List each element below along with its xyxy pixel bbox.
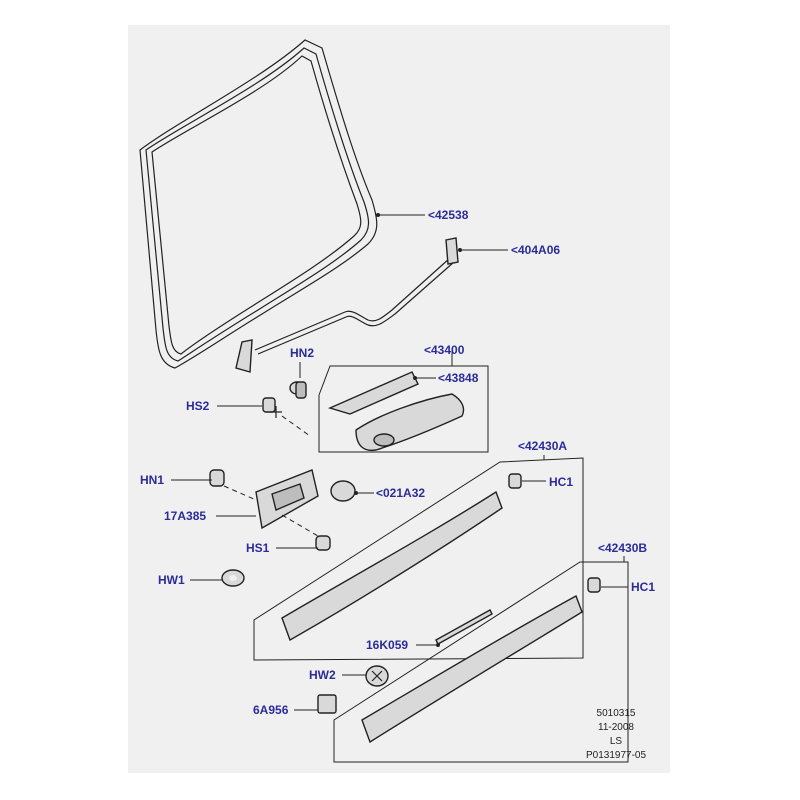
info-line-2: 11-2008 [598,722,634,733]
cap-hw2 [365,665,389,687]
label-assembly[interactable]: <43400 [424,343,465,357]
label-hs1[interactable]: HS1 [246,541,270,555]
label-hn1[interactable]: HN1 [140,473,164,487]
label-bracket[interactable]: <43848 [438,371,479,385]
screw-hs1 [315,535,331,551]
light-assembly-frame [318,365,489,453]
info-line-3: LS [610,736,623,747]
info-line-1: 5010315 [597,708,636,719]
moulding-a-frame [253,457,584,661]
leader-lines [171,213,628,711]
blanking-plug [330,480,356,502]
trim-strip [435,609,493,645]
label-plug[interactable]: <021A32 [376,486,425,500]
hs2-dash [281,415,311,437]
diagram-background [128,25,670,773]
label-moulding-a[interactable]: <42430A [518,439,567,453]
nut-hn1 [209,469,225,487]
clip-hc1-b [587,577,601,593]
label-hw1[interactable]: HW1 [158,573,185,587]
screw-hs2 [262,397,282,418]
info-block: 5010315 11-2008 LS P0131977-05 [586,708,646,761]
pad-6a956 [317,694,337,714]
moulding-a [281,490,503,642]
part-labels: <42538 <404A06 HN2 <43400 <43848 HS2 <42… [140,208,655,717]
nut-hn2 [289,381,307,399]
tailgate-seal [139,39,378,369]
label-hc1-a[interactable]: HC1 [549,475,573,489]
washer-hw1 [221,569,245,587]
label-plate[interactable]: 17A385 [164,509,206,523]
label-hc1-b[interactable]: HC1 [631,580,655,594]
label-rod[interactable]: <404A06 [511,243,560,257]
clip-hc1-a [508,473,522,489]
light-housing [355,393,465,452]
moulding-b [361,594,583,744]
latch-plate [255,469,319,530]
moulding-b-frame [333,561,629,763]
label-hw2[interactable]: HW2 [309,668,336,682]
light-bracket [327,371,419,415]
hn1-dash [223,485,257,501]
label-hs2[interactable]: HS2 [186,399,210,413]
hs1-dash [281,514,319,537]
label-pad[interactable]: 6A956 [253,703,289,717]
label-hn2[interactable]: HN2 [290,346,314,360]
info-line-4: P0131977-05 [586,750,646,761]
label-strip[interactable]: 16K059 [366,638,408,652]
label-seal[interactable]: <42538 [428,208,469,222]
label-moulding-b[interactable]: <42430B [598,541,647,555]
support-rod [235,237,459,373]
